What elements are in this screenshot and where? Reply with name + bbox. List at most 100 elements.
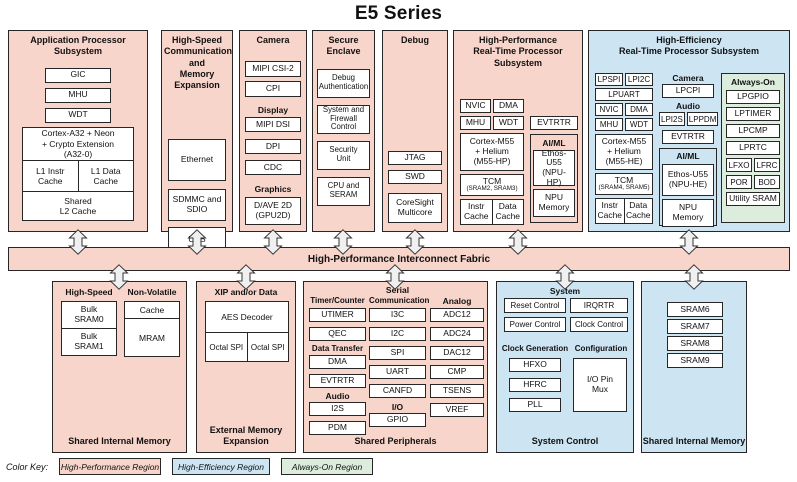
block-label: External Memory Expansion bbox=[209, 425, 283, 447]
shared-peripherals-block: Serial Timer/Counter Communication Analo… bbox=[303, 281, 488, 453]
audio-header: Audio bbox=[675, 101, 701, 112]
gic-box: GIC bbox=[45, 67, 111, 83]
non-volatile-group: Cache MRAM bbox=[124, 301, 180, 357]
bidirectional-arrow-icon bbox=[263, 229, 283, 255]
hp-realtime-subsystem-block: High-Performance Real-Time Processor Sub… bbox=[453, 30, 583, 232]
lpi2c-box: LPI2C bbox=[625, 73, 653, 86]
he-realtime-subsystem-block: High-Efficiency Real-Time Processor Subs… bbox=[588, 30, 790, 232]
octal-spi-box: Octal SPI bbox=[209, 342, 244, 352]
sdmmc-sdio-box: SDMMC and SDIO bbox=[168, 189, 226, 222]
tsens-box: TSENS bbox=[430, 384, 484, 398]
hfrc-box: HFRC bbox=[509, 378, 561, 392]
adc12-box: ADC12 bbox=[430, 308, 484, 322]
data-cache: Data Cache bbox=[623, 199, 653, 223]
dma-box: DMA bbox=[625, 103, 653, 116]
external-memory-expansion-block: XIP and/or Data AES Decoder Octal SPI Oc… bbox=[196, 281, 296, 453]
cpi-box: CPI bbox=[245, 81, 301, 98]
mipi-csi2-box: MIPI CSI-2 bbox=[245, 61, 301, 78]
ethos-u55-hp-box: Ethos-U55 (NPU-HP) bbox=[533, 148, 575, 187]
lpi2s-box: LPI2S bbox=[659, 112, 685, 127]
shared-internal-memory-hp-block: High-Speed Non-Volatile Bulk SRAM0 Bulk … bbox=[52, 281, 187, 453]
hfxo-box: HFXO bbox=[509, 358, 561, 372]
wdt-box: WDT bbox=[625, 118, 653, 131]
system-header: System bbox=[549, 286, 581, 296]
clock-generation-header: Clock Generation bbox=[501, 344, 569, 353]
block-label: Shared Peripherals bbox=[354, 436, 437, 447]
cache-row: Instr Cache Data Cache bbox=[460, 199, 524, 225]
lpspi-box: LPSPI bbox=[595, 73, 623, 86]
system-firewall-control-box: System and Firewall Control bbox=[317, 104, 370, 134]
block-title: High-Speed Communication and Memory Expa… bbox=[164, 35, 233, 90]
gpu2d-box: D/AVE 2D (GPU2D) bbox=[245, 196, 301, 225]
security-unit-box: Security Unit bbox=[317, 140, 370, 170]
data-transfer-header: Data Transfer bbox=[311, 344, 364, 353]
application-processor-subsystem-block: Application Processor Subsystem GIC MHU … bbox=[8, 30, 148, 232]
sram8-box: SRAM8 bbox=[667, 336, 723, 351]
bidirectional-arrow-icon bbox=[187, 229, 207, 255]
pdm-box: PDM bbox=[309, 420, 366, 435]
cdc-box: CDC bbox=[245, 160, 301, 176]
swd-box: SWD bbox=[388, 170, 442, 184]
cortex-m55-he-box: Cortex-M55 + Helium (M55-HE) bbox=[595, 134, 653, 170]
high-speed-comm-block: High-Speed Communication and Memory Expa… bbox=[161, 30, 233, 254]
mhu-box: MHU bbox=[45, 87, 111, 103]
bidirectional-arrow-icon bbox=[236, 264, 256, 290]
tcm-box: TCM (SRAM4, SRAM5) bbox=[595, 173, 653, 195]
timer-counter-header: Timer/Counter bbox=[310, 296, 365, 305]
io-header: I/O bbox=[391, 402, 404, 412]
block-label: System Control bbox=[531, 436, 599, 447]
bidirectional-arrow-icon bbox=[109, 264, 129, 290]
lpcmp-box: LPCMP bbox=[726, 124, 780, 139]
color-key-high-efficiency: High-Efficiency Region bbox=[172, 458, 271, 475]
mipi-dsi-box: MIPI DSI bbox=[245, 117, 301, 133]
cpu-seram-box: CPU and SERAM bbox=[317, 176, 370, 206]
reset-control-box: Reset Control bbox=[504, 298, 566, 313]
wdt-box: WDT bbox=[493, 116, 524, 130]
bidirectional-arrow-icon bbox=[385, 264, 405, 290]
xip-data-header: XIP and/or Data bbox=[214, 287, 278, 297]
cache-box: Cache bbox=[139, 305, 165, 315]
bulk-sram0-box: Bulk SRAM0 bbox=[74, 304, 104, 324]
bidirectional-arrow-icon bbox=[508, 229, 528, 255]
tcm-box: TCM (SRAM2, SRAM3) bbox=[460, 174, 524, 196]
block-title: Secure Enclave bbox=[326, 35, 361, 57]
bidirectional-arrow-icon bbox=[405, 229, 425, 255]
color-key-high-performance: High-Performance Region bbox=[59, 458, 162, 475]
lppdm-box: LPPDM bbox=[686, 112, 719, 127]
bod-box: BOD bbox=[754, 175, 780, 190]
color-key: Color Key: High-Performance Region High-… bbox=[6, 458, 374, 475]
clock-control-box: Clock Control bbox=[570, 317, 628, 332]
bidirectional-arrow-icon bbox=[68, 229, 88, 255]
cortex-a32-cluster-box: Cortex-A32 + Neon + Crypto Extension (A3… bbox=[22, 127, 134, 221]
aes-decoder-box: AES Decoder bbox=[221, 312, 273, 322]
camera-header: Camera bbox=[256, 35, 290, 45]
interconnect-fabric-bar: High-Performance Interconnect Fabric bbox=[8, 247, 790, 271]
data-cache: Data Cache bbox=[491, 200, 524, 224]
instr-cache: Instr Cache bbox=[463, 201, 489, 221]
utility-sram-box: Utility SRAM bbox=[726, 192, 780, 207]
block-label: Shared Internal Memory bbox=[68, 436, 171, 447]
ethernet-box: Ethernet bbox=[168, 139, 226, 182]
ethos-u55-he-box: Ethos-U55 (NPU-HE) bbox=[662, 163, 714, 196]
camera-display-graphics-block: Camera MIPI CSI-2 CPI Display MIPI DSI D… bbox=[239, 30, 307, 232]
coresight-box: CoreSight Multicore bbox=[388, 193, 442, 223]
tcm-label: TCM bbox=[482, 176, 502, 187]
secure-enclave-block: Secure Enclave Debug Authentication Syst… bbox=[312, 30, 375, 232]
bulk-sram-group: Bulk SRAM0 Bulk SRAM1 bbox=[61, 301, 117, 356]
configuration-header: Configuration bbox=[574, 344, 628, 353]
bidirectional-arrow-icon bbox=[684, 264, 704, 290]
graphics-header: Graphics bbox=[254, 184, 292, 195]
evtrtr-box: EVTRTR bbox=[662, 130, 714, 145]
vref-box: VREF bbox=[430, 403, 484, 417]
block-title: Debug bbox=[401, 35, 429, 45]
evtrtr-box: EVTRTR bbox=[530, 116, 578, 130]
serial-header: Serial bbox=[385, 285, 410, 295]
pll-box: PLL bbox=[509, 398, 561, 412]
lpgpio-box: LPGPIO bbox=[726, 90, 780, 105]
dma-box: DMA bbox=[493, 99, 524, 113]
xip-group: AES Decoder Octal SPI Octal SPI bbox=[205, 301, 289, 362]
sram6-box: SRAM6 bbox=[667, 302, 723, 317]
always-on-group: Always-On LPGPIO LPTIMER LPCMP LPRTC LFX… bbox=[721, 73, 785, 223]
lfxo-box: LFXO bbox=[726, 158, 752, 173]
aiml-header: AI/ML bbox=[676, 151, 700, 162]
